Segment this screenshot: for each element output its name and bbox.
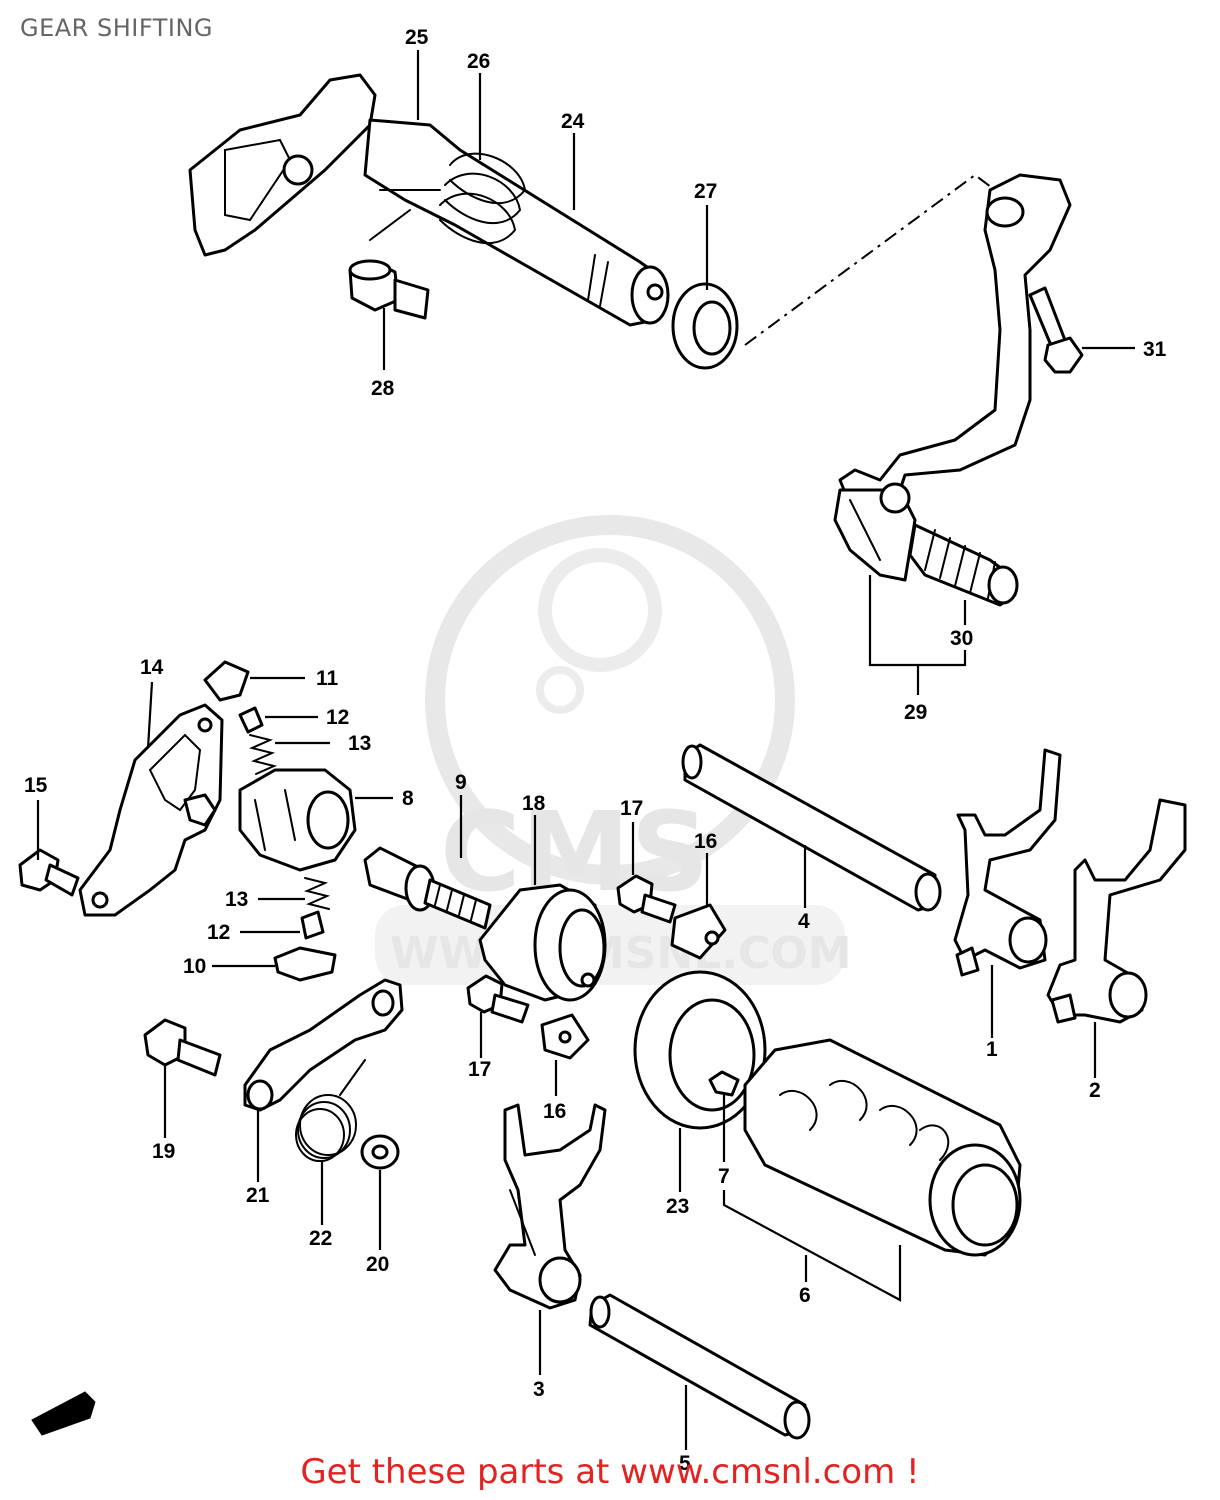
pin-12-top bbox=[238, 706, 264, 734]
callout-3: 3 bbox=[533, 1378, 545, 1401]
pin-7 bbox=[708, 1070, 740, 1097]
pin-9 bbox=[363, 846, 492, 930]
fork-shaft-5 bbox=[588, 1293, 811, 1440]
rubber-footpeg-30 bbox=[908, 523, 1019, 607]
footer-link[interactable]: Get these parts at www.cmsnl.com ! bbox=[300, 1452, 920, 1492]
callout-4: 4 bbox=[798, 910, 810, 933]
oil-seal-27 bbox=[671, 282, 739, 370]
callout-2: 2 bbox=[1089, 1079, 1101, 1102]
callout-11: 11 bbox=[316, 667, 339, 690]
callout-23: 23 bbox=[666, 1195, 689, 1218]
pin-12-bottom bbox=[300, 910, 325, 940]
callout-26: 26 bbox=[467, 50, 490, 73]
bolt-31 bbox=[1028, 286, 1084, 374]
gearshift-cam-drum-6 bbox=[743, 1038, 1022, 1257]
bolt-17-bottom bbox=[466, 974, 530, 1024]
callout-13-bottom: 13 bbox=[225, 888, 248, 911]
callout-31: 31 bbox=[1143, 338, 1167, 361]
bolt-19 bbox=[143, 1018, 222, 1077]
callout-21: 21 bbox=[246, 1184, 270, 1207]
leader-lines bbox=[36, 50, 1135, 1450]
callout-12-bottom: 12 bbox=[207, 921, 230, 944]
shift-fork-3 bbox=[493, 1103, 607, 1310]
callout-17-bottom: 17 bbox=[468, 1058, 491, 1081]
cam-driven-gear-18 bbox=[478, 883, 607, 1002]
washer-20 bbox=[360, 1134, 400, 1170]
fork-shaft-4 bbox=[681, 743, 942, 912]
callout-25: 25 bbox=[405, 26, 429, 49]
stopper-plate-14 bbox=[78, 703, 224, 917]
watermark-url: WWW.CMSNL.COM bbox=[390, 928, 852, 979]
callout-12-top: 12 bbox=[326, 706, 349, 729]
callout-27: 27 bbox=[694, 180, 717, 203]
callout-22: 22 bbox=[309, 1227, 332, 1250]
callout-16-top: 16 bbox=[694, 830, 717, 853]
shift-fork-2 bbox=[1046, 798, 1187, 1024]
shift-fork-1 bbox=[953, 748, 1062, 977]
plate-16-top bbox=[670, 903, 727, 960]
callout-10: 10 bbox=[183, 955, 206, 978]
spring-26 bbox=[369, 152, 527, 245]
bolt-15 bbox=[18, 848, 80, 897]
callout-16-bottom: 16 bbox=[543, 1100, 566, 1123]
callout-19: 19 bbox=[152, 1140, 175, 1163]
bolt-28 bbox=[348, 259, 430, 320]
pawl-10 bbox=[273, 946, 337, 982]
callout-7: 7 bbox=[718, 1165, 730, 1188]
callout-5: 5 bbox=[679, 1452, 691, 1475]
callout-30: 30 bbox=[950, 627, 973, 650]
callout-18: 18 bbox=[522, 792, 546, 815]
gear-shift-shaft-24 bbox=[188, 73, 670, 327]
spring-13-bottom bbox=[303, 877, 331, 910]
gearshift-cam-8 bbox=[238, 768, 357, 872]
callout-14: 14 bbox=[140, 656, 164, 679]
page-title: GEAR SHIFTING bbox=[20, 14, 214, 42]
callout-9: 9 bbox=[455, 771, 467, 794]
front-arrow-icon bbox=[31, 1391, 96, 1436]
callout-29: 29 bbox=[904, 701, 927, 724]
pawl-11 bbox=[203, 660, 250, 702]
callout-6: 6 bbox=[799, 1284, 811, 1307]
shift-arm-21 bbox=[243, 978, 404, 1112]
watermark: CMS WWW.CMSNL.COM bbox=[375, 515, 852, 985]
callout-1: 1 bbox=[986, 1038, 998, 1061]
callout-8: 8 bbox=[402, 787, 414, 810]
spring-22 bbox=[295, 1059, 366, 1162]
bolt-17-top bbox=[616, 874, 677, 924]
callout-20: 20 bbox=[366, 1253, 389, 1276]
callout-13-top: 13 bbox=[348, 732, 371, 755]
plate-16-bottom bbox=[540, 1013, 590, 1060]
callout-17-top: 17 bbox=[620, 797, 643, 820]
gear-shift-lever-29 bbox=[833, 173, 1072, 582]
callout-28: 28 bbox=[371, 377, 395, 400]
callout-labels: 25 26 24 27 28 31 30 29 14 11 12 13 8 15… bbox=[24, 26, 1167, 1475]
callout-15: 15 bbox=[24, 774, 48, 797]
callout-24: 24 bbox=[561, 110, 585, 133]
spring-13-top bbox=[248, 734, 278, 775]
